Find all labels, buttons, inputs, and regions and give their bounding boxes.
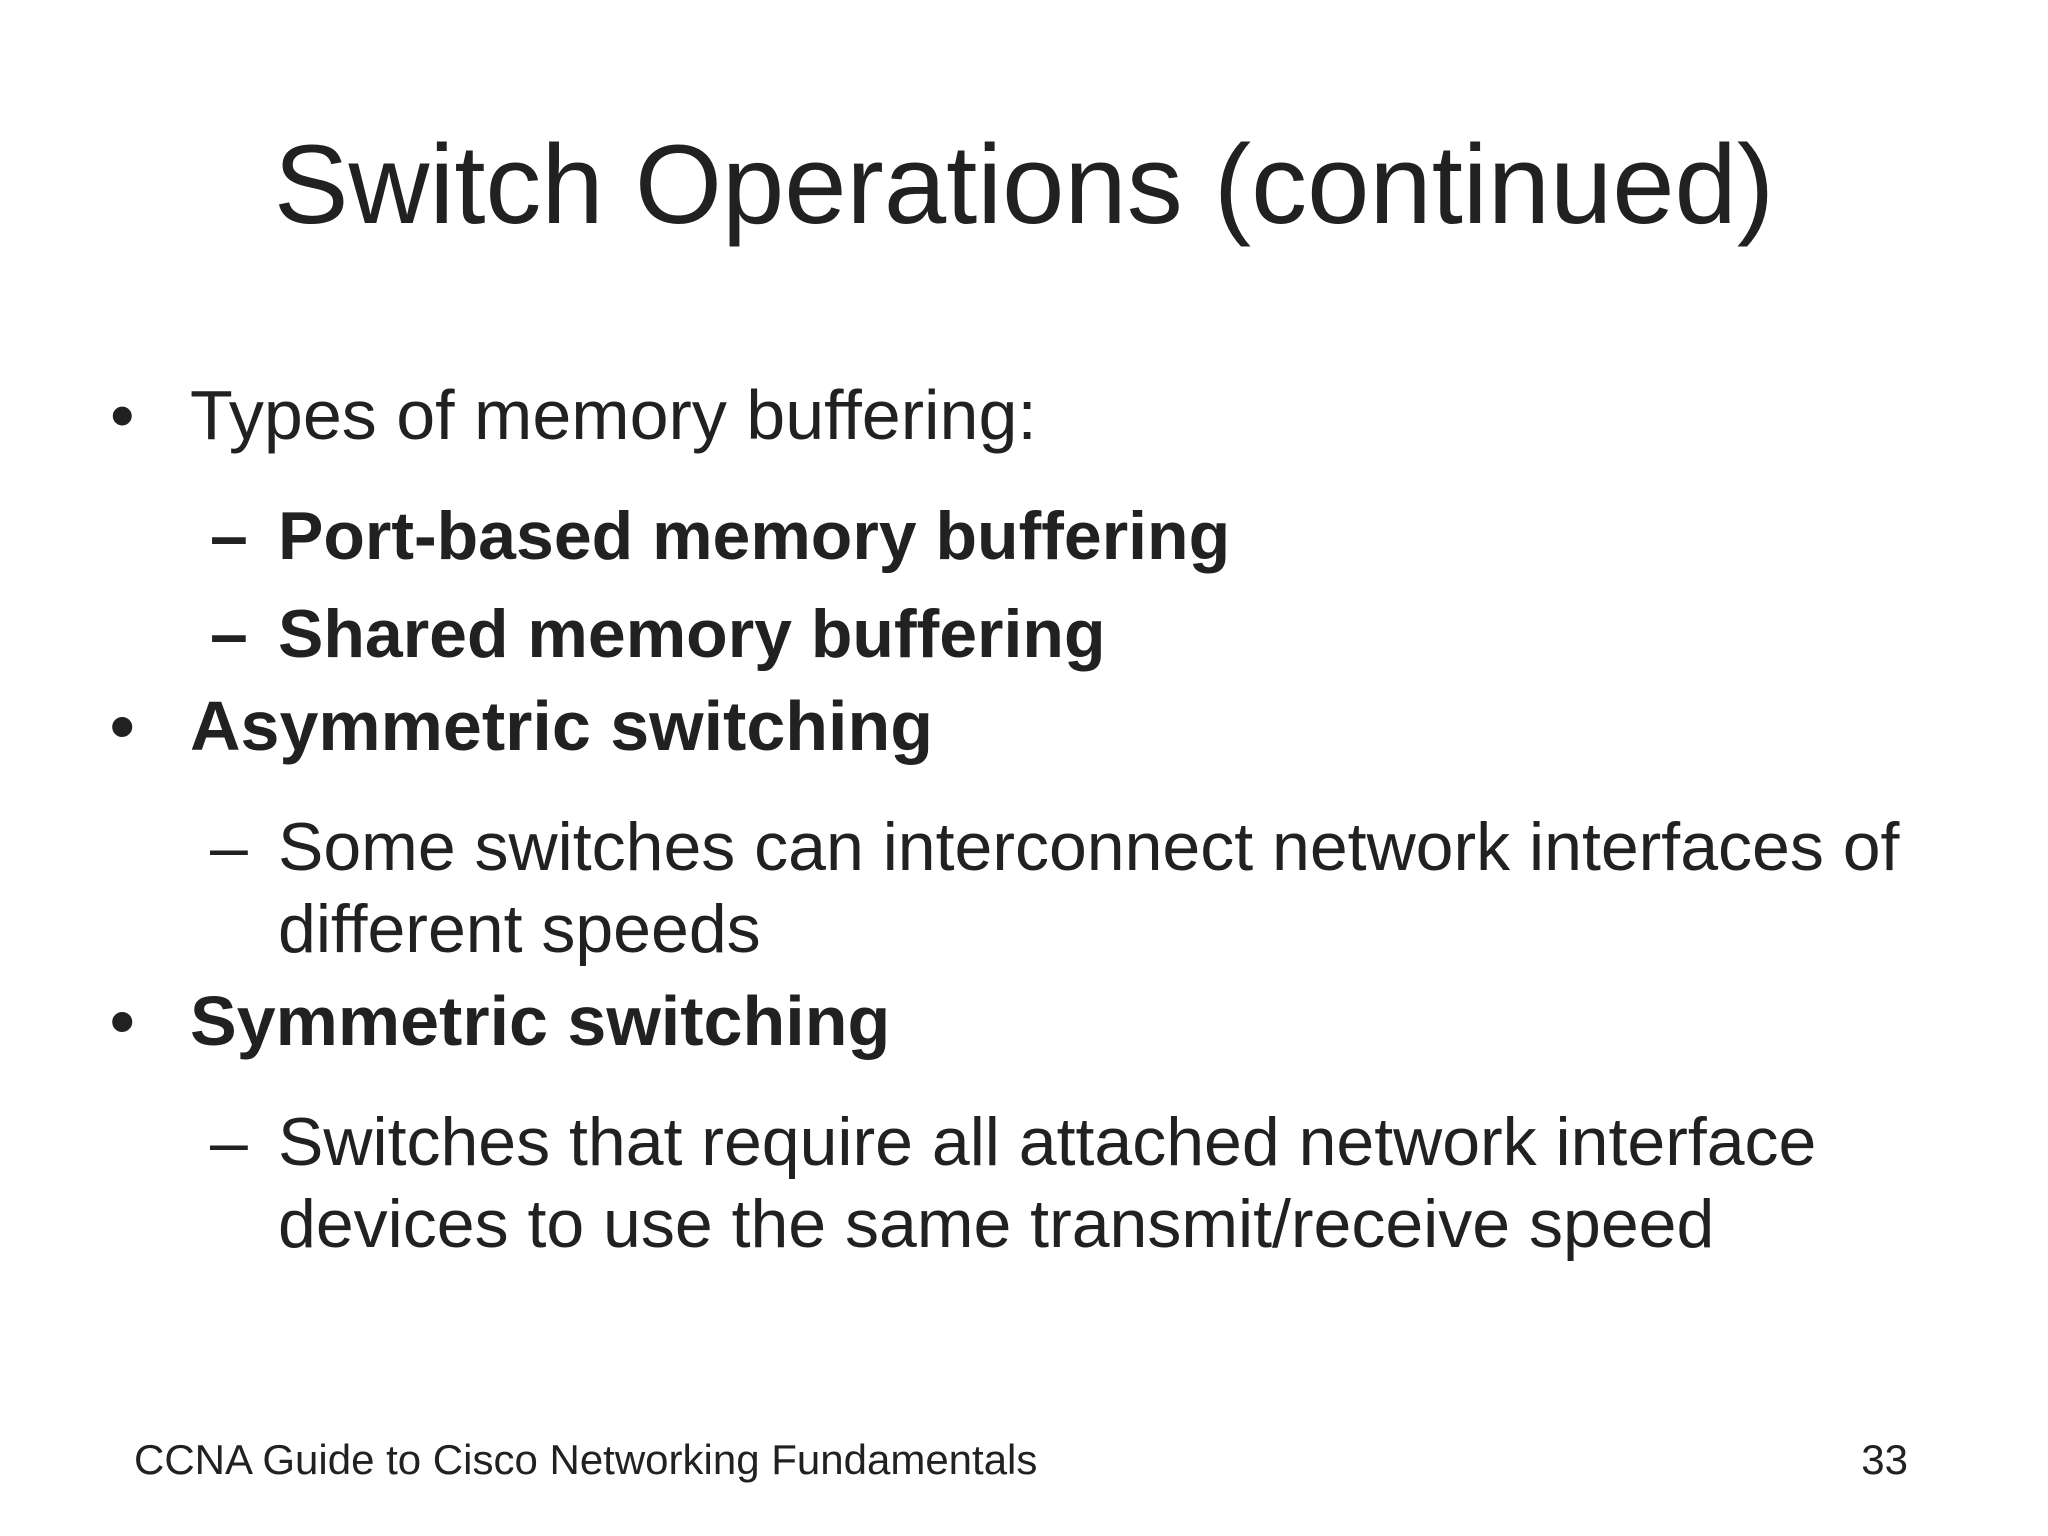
bullet-text: Some switches can interconnect network i…	[278, 809, 1900, 967]
bullet-marker: –	[210, 809, 248, 886]
bullet-marker: •	[110, 376, 135, 454]
bullet-text: Switches that require all attached netwo…	[278, 1104, 1817, 1262]
bullet-item: • Types of memory buffering:	[110, 380, 1950, 450]
bullet-marker: –	[210, 1104, 248, 1181]
bullet-marker: •	[110, 982, 135, 1061]
slide-title: Switch Operations (continued)	[273, 122, 1775, 247]
bullet-item: – Port-based memory buffering	[110, 496, 1950, 578]
bullet-item: – Some switches can interconnect network…	[110, 807, 1950, 970]
bullet-text: Port-based memory buffering	[278, 498, 1231, 574]
bullet-item: – Switches that require all attached net…	[110, 1102, 1950, 1265]
bullet-text: Shared memory buffering	[278, 595, 1106, 672]
bullet-marker: –	[210, 498, 248, 574]
footer-text: CCNA Guide to Cisco Networking Fundament…	[134, 1436, 1038, 1483]
page-number: 33	[1861, 1436, 1908, 1483]
bullet-text: Symmetric switching	[190, 982, 891, 1061]
bullet-item: • Asymmetric switching	[110, 691, 1950, 761]
bullet-text: Asymmetric switching	[190, 687, 933, 766]
slide-footer: CCNA Guide to Cisco Networking Fundament…	[134, 1436, 1908, 1484]
bullet-item: • Symmetric switching	[110, 986, 1950, 1056]
bullet-item: – Shared memory buffering	[110, 594, 1950, 676]
bullet-marker: –	[210, 595, 248, 672]
bullet-list: • Types of memory buffering: – Port-base…	[110, 380, 1950, 1282]
bullet-text: Types of memory buffering:	[190, 376, 1037, 454]
bullet-marker: •	[110, 687, 135, 766]
